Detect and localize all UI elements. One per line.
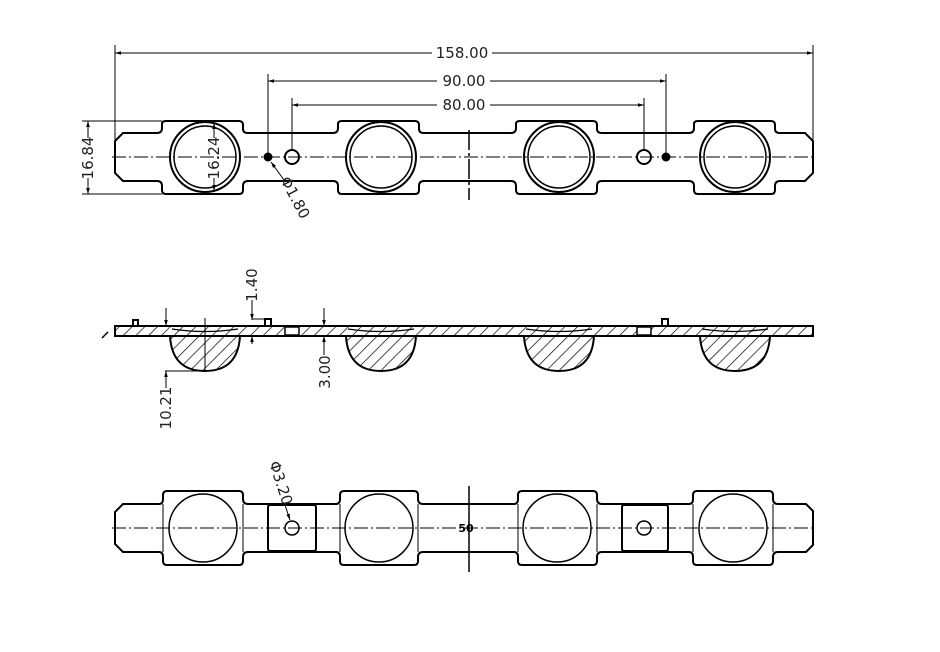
dimension-phi-3-20: Φ3.20	[265, 459, 296, 521]
lens-ring-4-icon	[699, 121, 771, 193]
side-pin-2	[264, 318, 272, 326]
break-mark	[101, 331, 109, 339]
lens-bores	[168, 493, 768, 563]
side-hole-left	[284, 326, 300, 336]
dimension-3-00: 3.00	[164, 308, 334, 389]
dimension-1-40: 1.40	[243, 268, 268, 344]
lens-ring-3-icon	[523, 121, 595, 193]
dim-plate-thickness: 3.00	[316, 355, 334, 388]
lens-bore-2-icon	[344, 493, 414, 563]
side-domes	[168, 318, 772, 373]
top-view: 158.00 90.00 80.00 16.84 16.24 Φ1.80	[79, 44, 816, 222]
dimension-158: 158.00	[114, 44, 814, 141]
dim-lens-diameter: 16.24	[205, 137, 223, 180]
dim-bottom-hole: Φ3.20	[265, 459, 296, 508]
dimension-10-21: 10.21	[157, 370, 205, 430]
lens-bore-4-icon	[698, 493, 768, 563]
bottom-hole-right	[636, 520, 652, 536]
bottom-boss-left	[267, 504, 317, 552]
dimension-80: 80.00	[291, 96, 645, 150]
dimension-16-24: 16.24	[205, 123, 223, 191]
lens-rings	[169, 121, 771, 193]
side-hole-right	[636, 326, 652, 336]
dimension-phi-1-80: Φ1.80	[270, 161, 314, 222]
side-view: 1.40 3.00 10.21	[101, 268, 814, 430]
top-strip-outline	[114, 120, 814, 195]
bottom-boss-right	[621, 504, 669, 552]
bottom-hole-left	[284, 520, 300, 536]
lens-ring-1-icon	[169, 121, 241, 193]
dim-pad-width: 16.84	[79, 137, 97, 180]
side-pin-1	[132, 319, 139, 326]
side-plate-section	[114, 325, 814, 337]
side-pin-3	[661, 318, 669, 326]
bottom-strip-outline	[114, 490, 814, 566]
dimension-90: 90.00	[267, 72, 667, 157]
bottom-view: 50 Φ3.20	[112, 459, 816, 572]
lens-bore-1-icon	[168, 493, 238, 563]
lens-bore-3-icon	[522, 493, 592, 563]
dim-inner-holes: 80.00	[443, 96, 486, 114]
dim-overall-length: 158.00	[436, 44, 489, 62]
dimension-16-84: 16.84	[79, 120, 162, 195]
dim-dome-depth: 10.21	[157, 387, 175, 430]
dim-pin-height: 1.40	[243, 268, 261, 301]
center-mark-label: 50	[458, 522, 474, 535]
lens-ring-2-icon	[345, 121, 417, 193]
dim-outer-holes: 90.00	[443, 72, 486, 90]
